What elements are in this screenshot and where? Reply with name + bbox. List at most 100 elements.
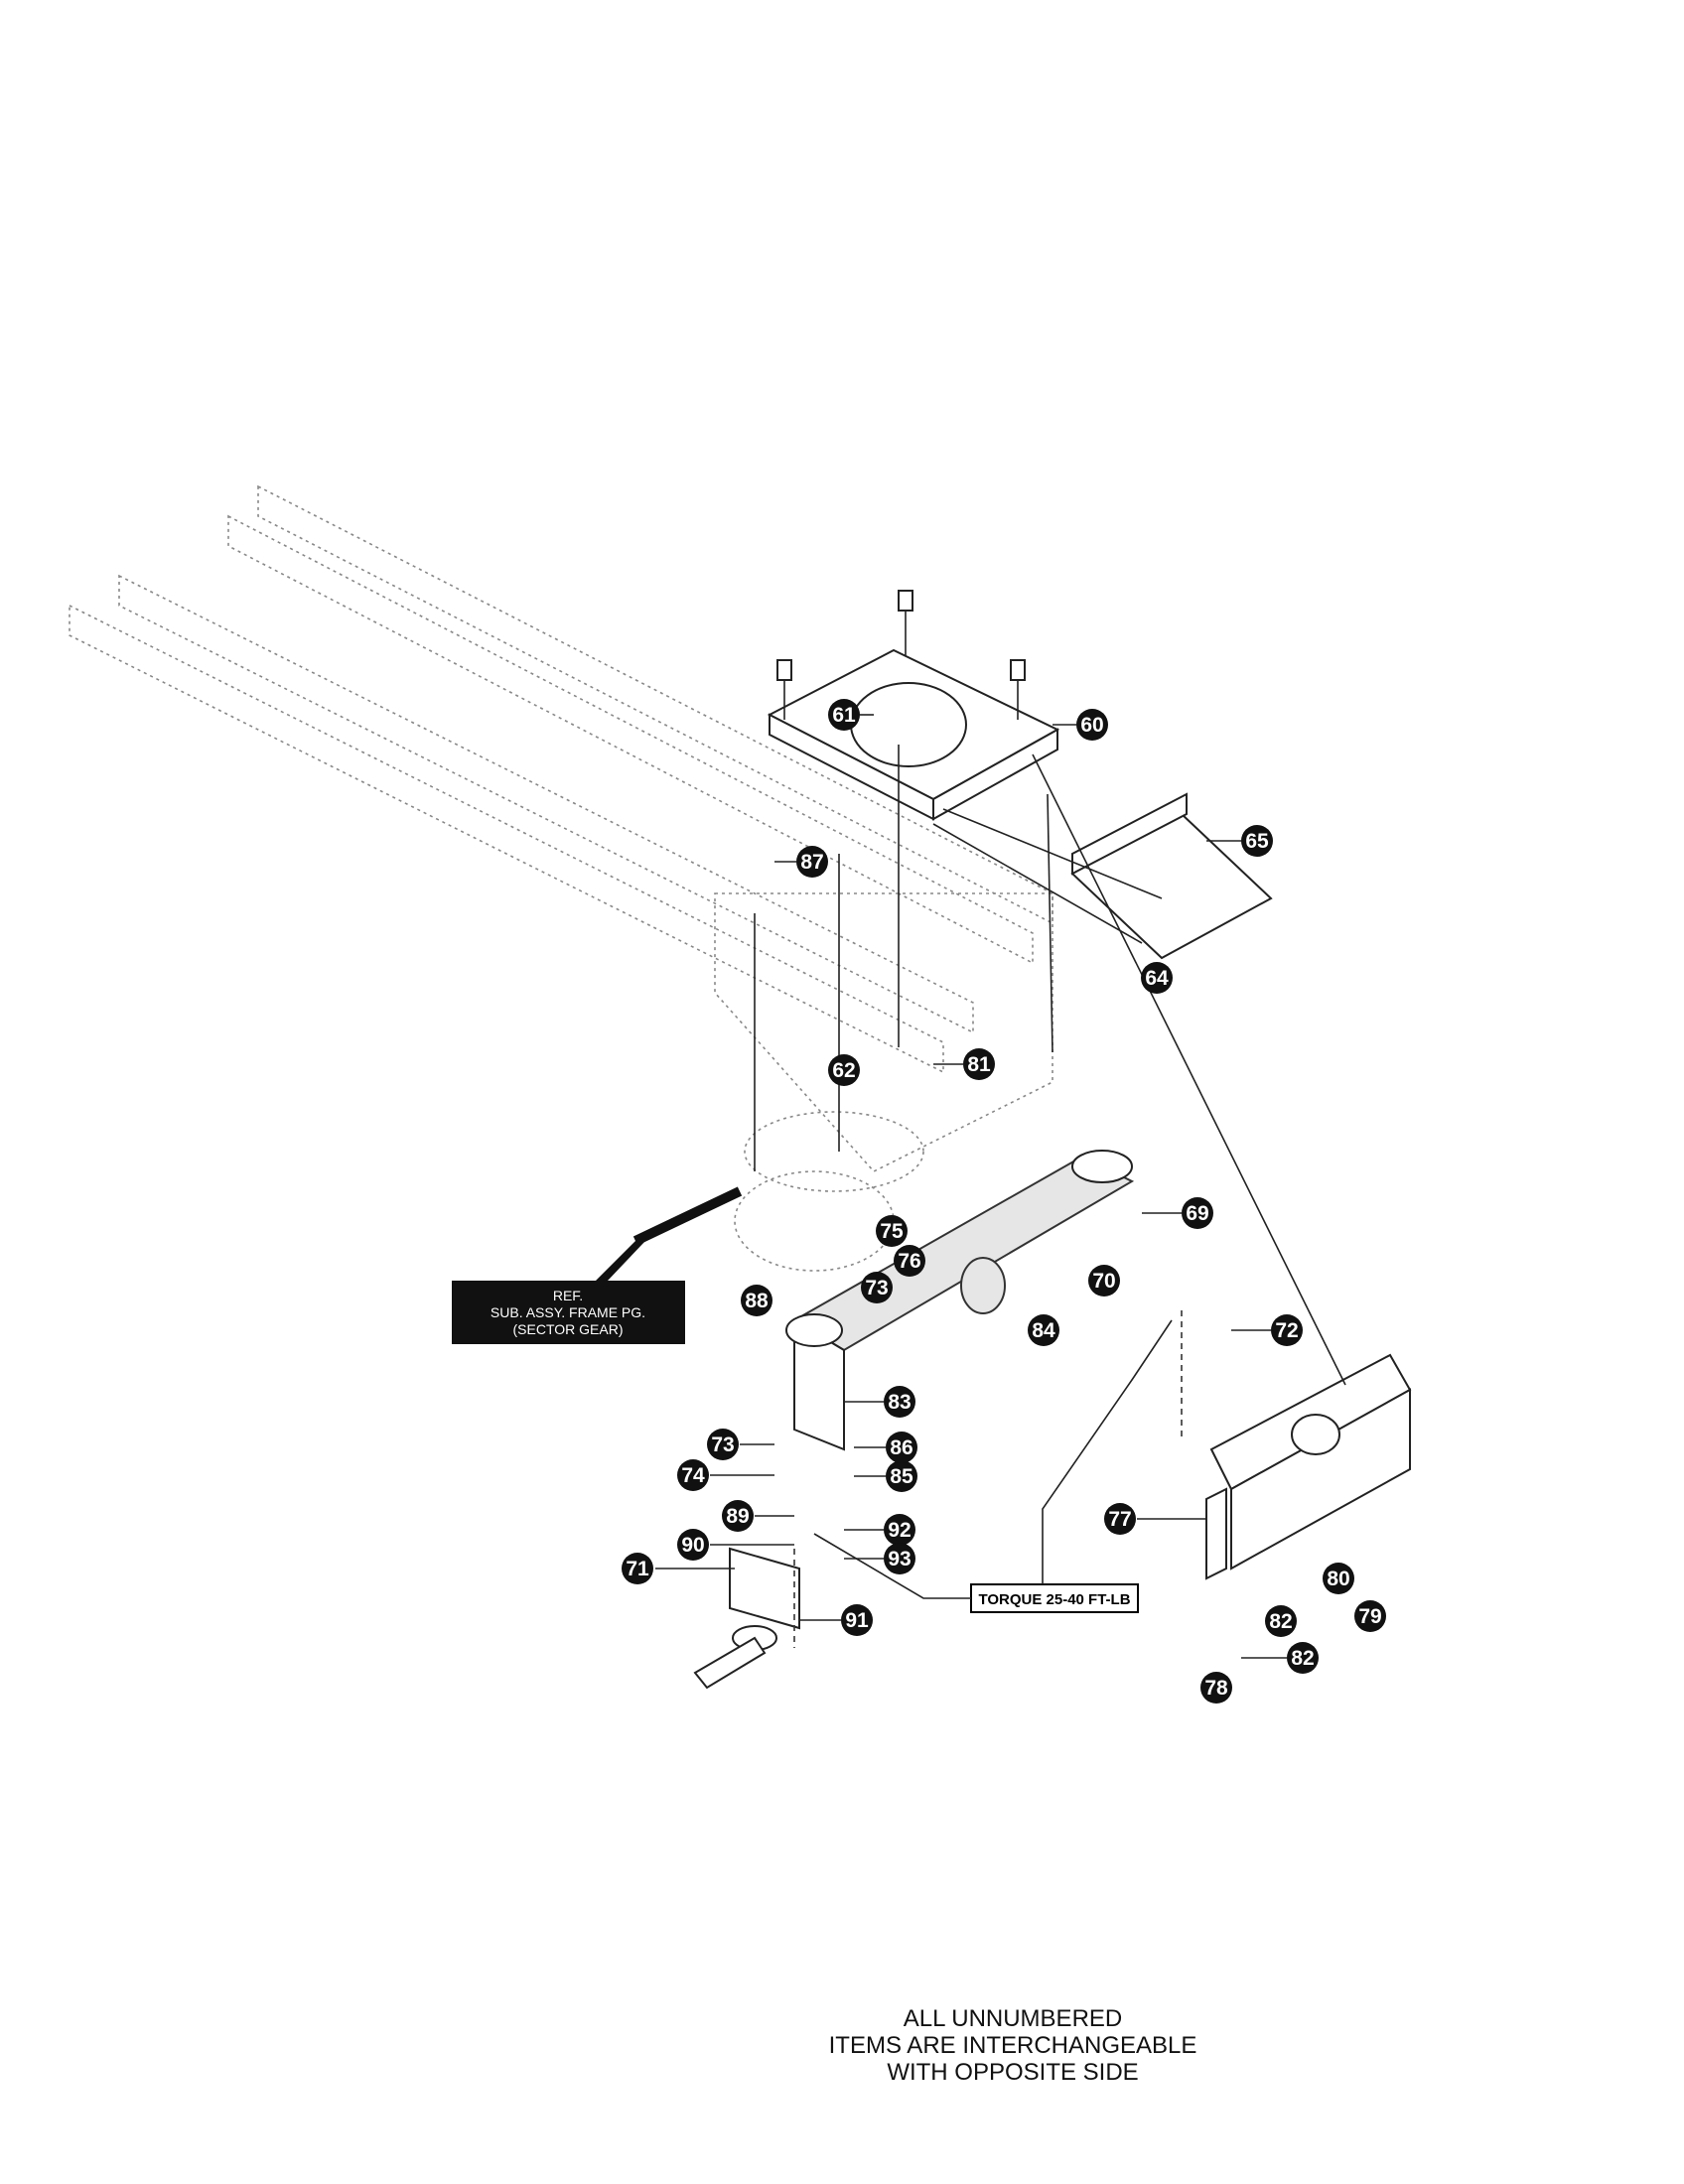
callout-85: 85 — [886, 1460, 917, 1492]
callout-number: 82 — [1269, 1610, 1292, 1633]
callout-number: 88 — [745, 1290, 769, 1312]
callout-77: 77 — [1104, 1503, 1136, 1535]
callout-circle — [1088, 1265, 1120, 1297]
callout-circle — [884, 1386, 915, 1418]
callout-circle — [622, 1553, 653, 1584]
callout-number: 72 — [1275, 1319, 1298, 1342]
callout-circle — [1241, 825, 1273, 857]
callout-circle — [884, 1514, 915, 1546]
callout-circle — [1271, 1314, 1303, 1346]
callout-number: 87 — [800, 851, 823, 874]
callout-number: 81 — [967, 1053, 991, 1076]
callout-number: 71 — [626, 1558, 649, 1580]
callout-circle — [677, 1459, 709, 1491]
callout-number: 65 — [1245, 830, 1269, 853]
callout-92: 92 — [884, 1514, 915, 1546]
callout-64: 64 — [1141, 962, 1173, 994]
callout-84: 84 — [1028, 1314, 1059, 1346]
callout-circle — [963, 1048, 995, 1080]
callout-number: 64 — [1145, 967, 1169, 990]
callout-number: 73 — [865, 1277, 888, 1299]
callout-circle — [1323, 1563, 1354, 1594]
ref-box-line3: (SECTOR GEAR) — [513, 1321, 624, 1337]
callout-80: 80 — [1323, 1563, 1354, 1594]
callout-number: 77 — [1108, 1508, 1131, 1531]
guide-lines — [754, 745, 1346, 1439]
ref-box: REF. SUB. ASSY. FRAME PG. (SECTOR GEAR) — [452, 1186, 743, 1344]
callout-number: 74 — [681, 1464, 705, 1487]
torque-label: TORQUE 25-40 FT-LB — [978, 1591, 1130, 1608]
torque-label-box: TORQUE 25-40 FT-LB — [813, 1319, 1173, 1613]
callout-65: 65 — [1241, 825, 1273, 857]
callout-number: 82 — [1291, 1647, 1314, 1670]
callout-90: 90 — [677, 1529, 709, 1561]
callout-81: 81 — [963, 1048, 995, 1080]
callout-circle — [828, 1054, 860, 1086]
callout-circle — [894, 1245, 925, 1277]
callout-circle — [861, 1272, 893, 1303]
callout-circle — [1200, 1672, 1232, 1704]
callout-circle — [1182, 1197, 1213, 1229]
callout-73-lower: 73 — [707, 1429, 739, 1460]
callout-number: 61 — [832, 704, 856, 727]
callout-circle — [1265, 1605, 1297, 1637]
footer-line-2: ITEMS ARE INTERCHANGEABLE — [828, 2032, 1197, 2059]
callout-number: 91 — [845, 1609, 869, 1632]
callout-76: 76 — [894, 1245, 925, 1277]
callout-88: 88 — [741, 1285, 772, 1316]
callout-79: 79 — [1354, 1600, 1386, 1632]
callout-82-lower: 82 — [1287, 1642, 1319, 1674]
callout-circle — [1141, 962, 1173, 994]
callout-number: 89 — [726, 1505, 749, 1528]
callout-number: 73 — [711, 1433, 734, 1456]
callout-62: 62 — [828, 1054, 860, 1086]
callouts: 60 61 62 64 65 69 70 71 72 73 73 74 75 7… — [622, 699, 1386, 1704]
callout-number: 75 — [880, 1220, 904, 1243]
callout-71: 71 — [622, 1553, 653, 1584]
callout-78: 78 — [1200, 1672, 1232, 1704]
callout-circle — [722, 1500, 754, 1532]
callout-circle — [886, 1432, 917, 1463]
ref-box-line2: SUB. ASSY. FRAME PG. — [491, 1304, 645, 1320]
callout-circle — [1028, 1314, 1059, 1346]
callout-circle — [1104, 1503, 1136, 1535]
callout-circle — [707, 1429, 739, 1460]
callout-74: 74 — [677, 1459, 709, 1491]
callout-number: 83 — [888, 1391, 911, 1414]
callout-circle — [677, 1529, 709, 1561]
callout-number: 92 — [888, 1519, 911, 1542]
footer-line-3: WITH OPPOSITE SIDE — [887, 2059, 1139, 2086]
callout-number: 78 — [1204, 1677, 1228, 1700]
callout-61: 61 — [828, 699, 860, 731]
callout-number: 60 — [1080, 714, 1103, 737]
callout-86: 86 — [886, 1432, 917, 1463]
callout-number: 80 — [1327, 1568, 1349, 1590]
callout-93: 93 — [884, 1543, 915, 1574]
callout-60: 60 — [1076, 709, 1108, 741]
callout-89: 89 — [722, 1500, 754, 1532]
callout-circle — [796, 846, 828, 878]
callout-number: 86 — [890, 1436, 912, 1459]
footer-line-1: ALL UNNUMBERED — [903, 2005, 1123, 2032]
callout-circle — [841, 1604, 873, 1636]
callout-87: 87 — [796, 846, 828, 878]
mounting-plate — [767, 590, 1060, 821]
callout-circle — [886, 1460, 917, 1492]
callout-82-upper: 82 — [1265, 1605, 1297, 1637]
callout-circle — [828, 699, 860, 731]
callout-69: 69 — [1182, 1197, 1213, 1229]
callout-91: 91 — [841, 1604, 873, 1636]
callout-73-upper: 73 — [861, 1272, 893, 1303]
callout-circle — [1354, 1600, 1386, 1632]
front-axle — [785, 1150, 1135, 1451]
callout-number: 79 — [1358, 1605, 1381, 1628]
callout-number: 84 — [1032, 1319, 1055, 1342]
callout-83: 83 — [884, 1386, 915, 1418]
callout-circle — [884, 1543, 915, 1574]
callout-number: 93 — [888, 1548, 911, 1570]
bracket-64 — [932, 792, 1273, 960]
callout-circle — [741, 1285, 772, 1316]
callout-number: 62 — [832, 1059, 855, 1082]
callout-70: 70 — [1088, 1265, 1120, 1297]
